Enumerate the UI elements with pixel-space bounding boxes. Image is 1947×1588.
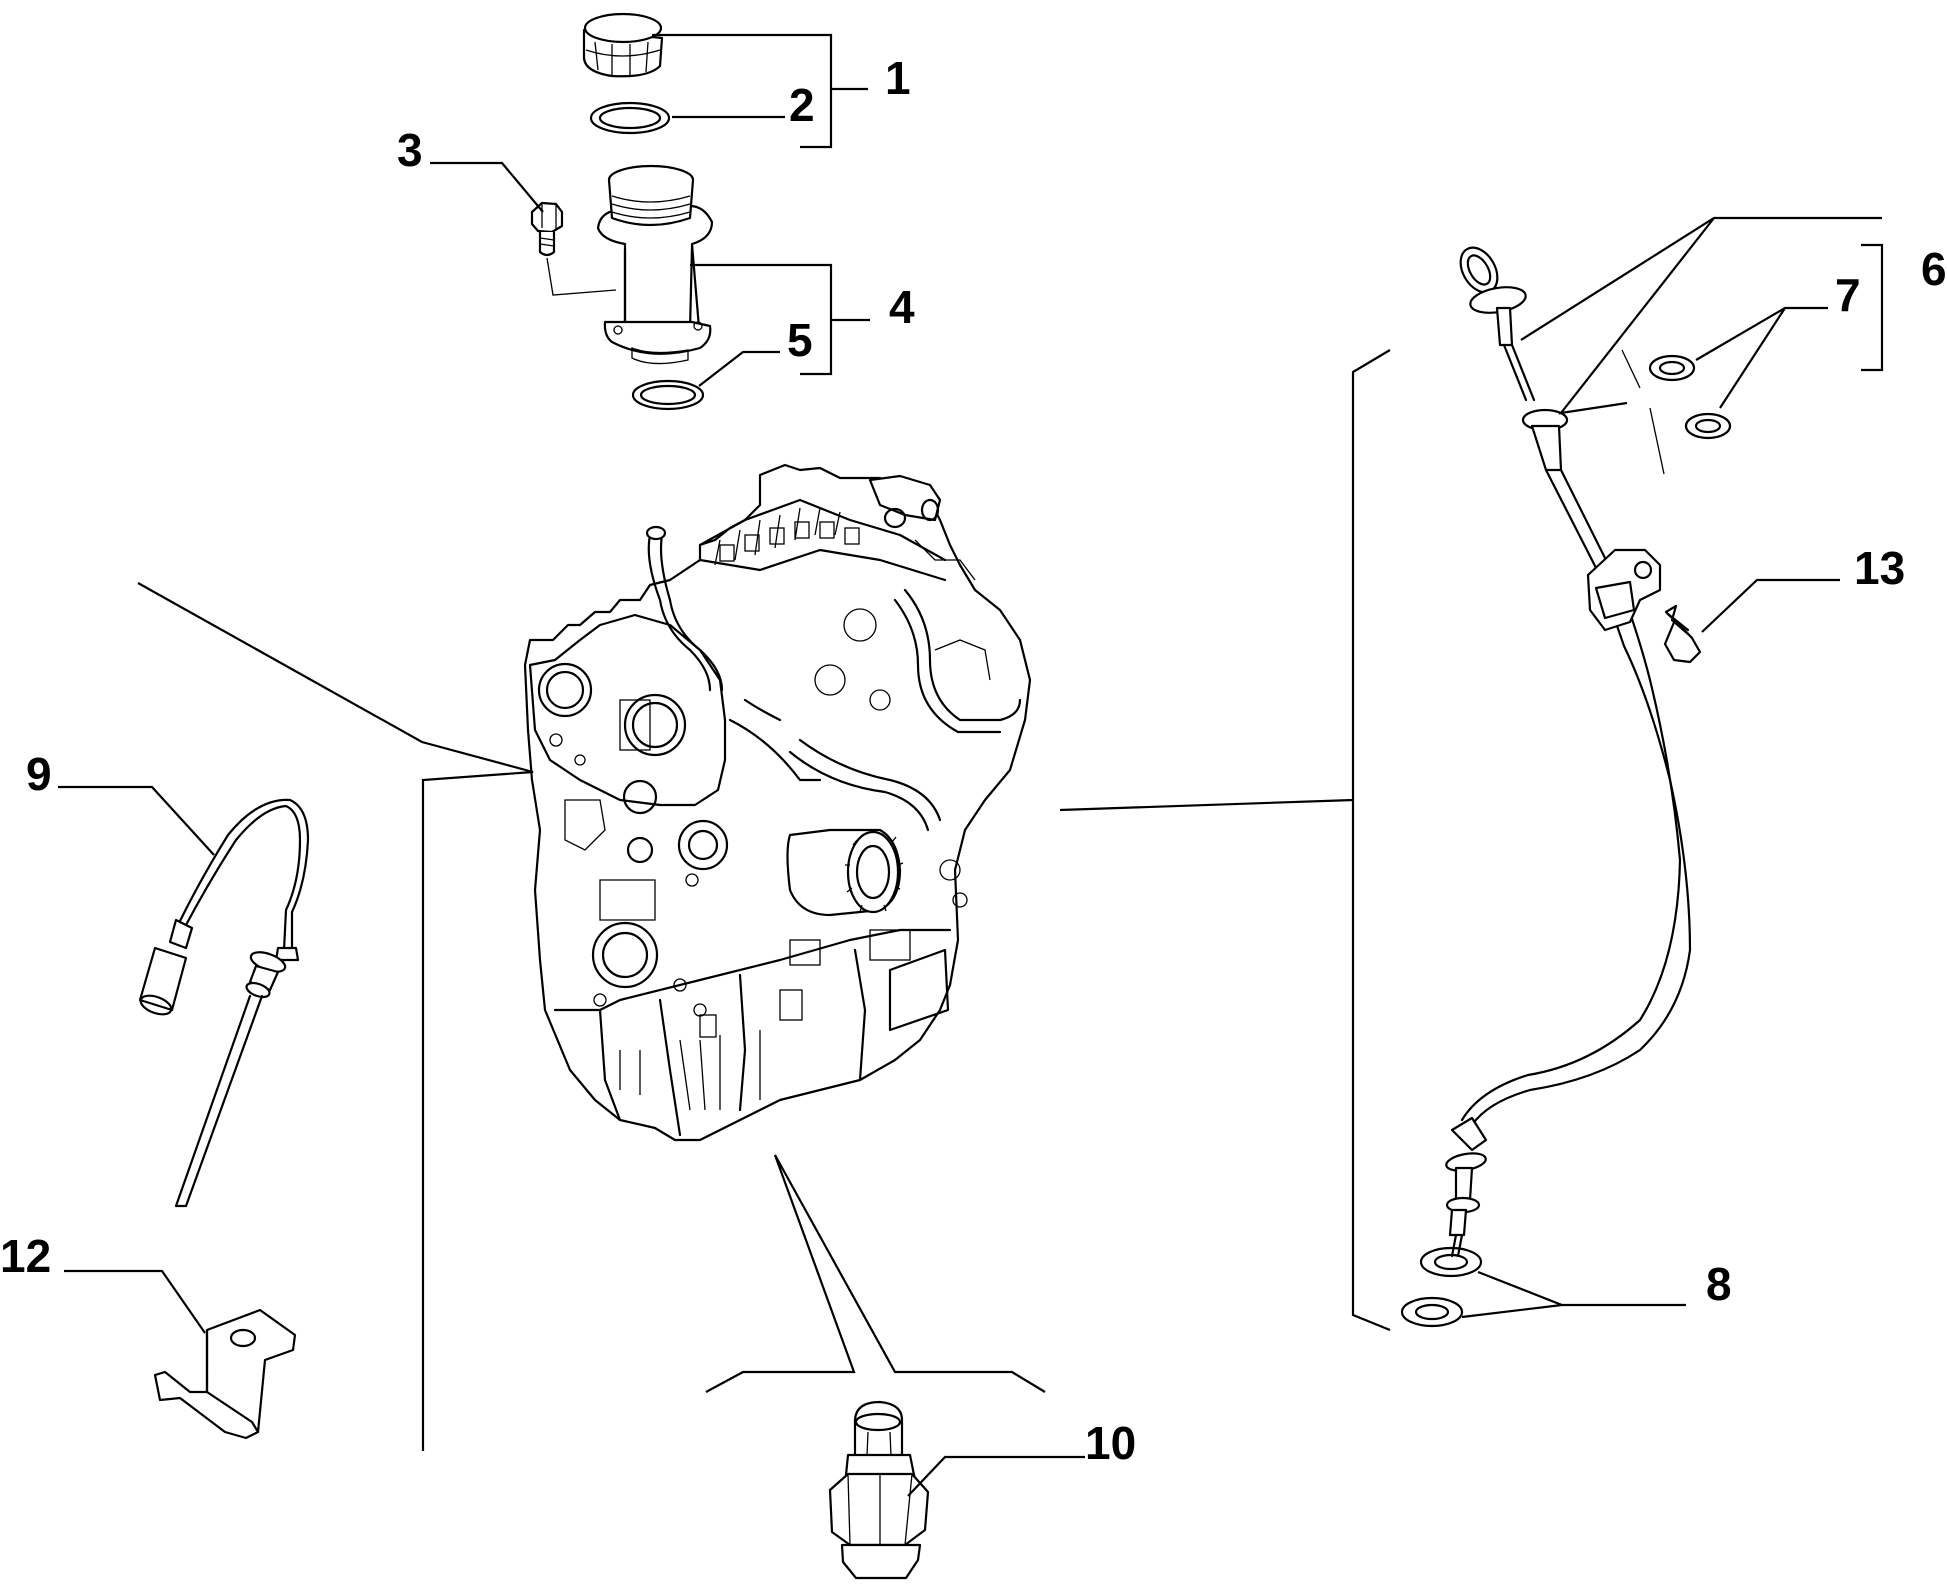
engine-group-bracket xyxy=(1059,349,1391,1332)
callout-12-leader xyxy=(64,1269,206,1334)
engine-block[interactable] xyxy=(523,463,1032,1142)
seal-ring[interactable] xyxy=(589,101,671,135)
callout-label-3: 3 xyxy=(397,124,423,176)
callout-7-leaders xyxy=(1695,306,1828,409)
engine-bottom-bracket-left xyxy=(705,1154,856,1393)
callout-10-leader xyxy=(907,1455,1085,1497)
callout-label-1: 1 xyxy=(885,52,911,104)
callout-label-7: 7 xyxy=(1835,269,1861,321)
callout-label-2: 2 xyxy=(789,79,815,131)
dipstick-break-line xyxy=(1621,349,1665,475)
dipstick[interactable] xyxy=(1453,241,1536,402)
oil-level-sensor[interactable] xyxy=(138,798,310,1208)
callout-label-10: 10 xyxy=(1085,1417,1136,1469)
callout-label-4: 4 xyxy=(889,281,915,333)
callout-label-9: 9 xyxy=(26,748,52,800)
callout-label-12: 12 xyxy=(0,1230,51,1282)
oil-filler-neck[interactable] xyxy=(596,164,714,365)
callout-label-5: 5 xyxy=(787,314,813,366)
callout-4-bracket xyxy=(690,263,870,376)
washer-lower[interactable] xyxy=(1684,412,1732,440)
callout-3-leader xyxy=(430,161,544,213)
callout-6-bracket xyxy=(1861,243,1884,372)
washer-dipstick-bottom-lower[interactable] xyxy=(1400,1296,1464,1328)
callout-9-leader xyxy=(58,785,215,856)
callout-5-leader xyxy=(698,350,780,387)
callout-label-6: 6 xyxy=(1921,243,1947,295)
callout-8-leaders xyxy=(1461,1270,1686,1319)
bolt-dipstick-bracket[interactable] xyxy=(1663,604,1702,664)
lower-seal-ring[interactable] xyxy=(631,379,705,411)
oil-pressure-switch[interactable] xyxy=(828,1400,930,1580)
engine-bottom-bracket-right xyxy=(774,1154,1046,1393)
bolt-upper[interactable] xyxy=(530,201,564,257)
callout-6-leaders xyxy=(1520,216,1882,415)
dipstick-guide-tube[interactable] xyxy=(1445,408,1692,1258)
callout-1-bracket xyxy=(652,33,868,149)
bolt-to-neck-line xyxy=(546,257,617,296)
washer-dipstick-bottom-upper[interactable] xyxy=(1419,1246,1483,1278)
callout-13-leader xyxy=(1701,578,1840,633)
callout-label-8: 8 xyxy=(1706,1258,1732,1310)
washer-upper[interactable] xyxy=(1648,354,1696,382)
oil-filler-cap[interactable] xyxy=(582,12,664,78)
callout-label-13: 13 xyxy=(1854,542,1905,594)
engine-left-bracket xyxy=(137,582,534,1451)
sensor-bracket[interactable] xyxy=(153,1308,297,1440)
